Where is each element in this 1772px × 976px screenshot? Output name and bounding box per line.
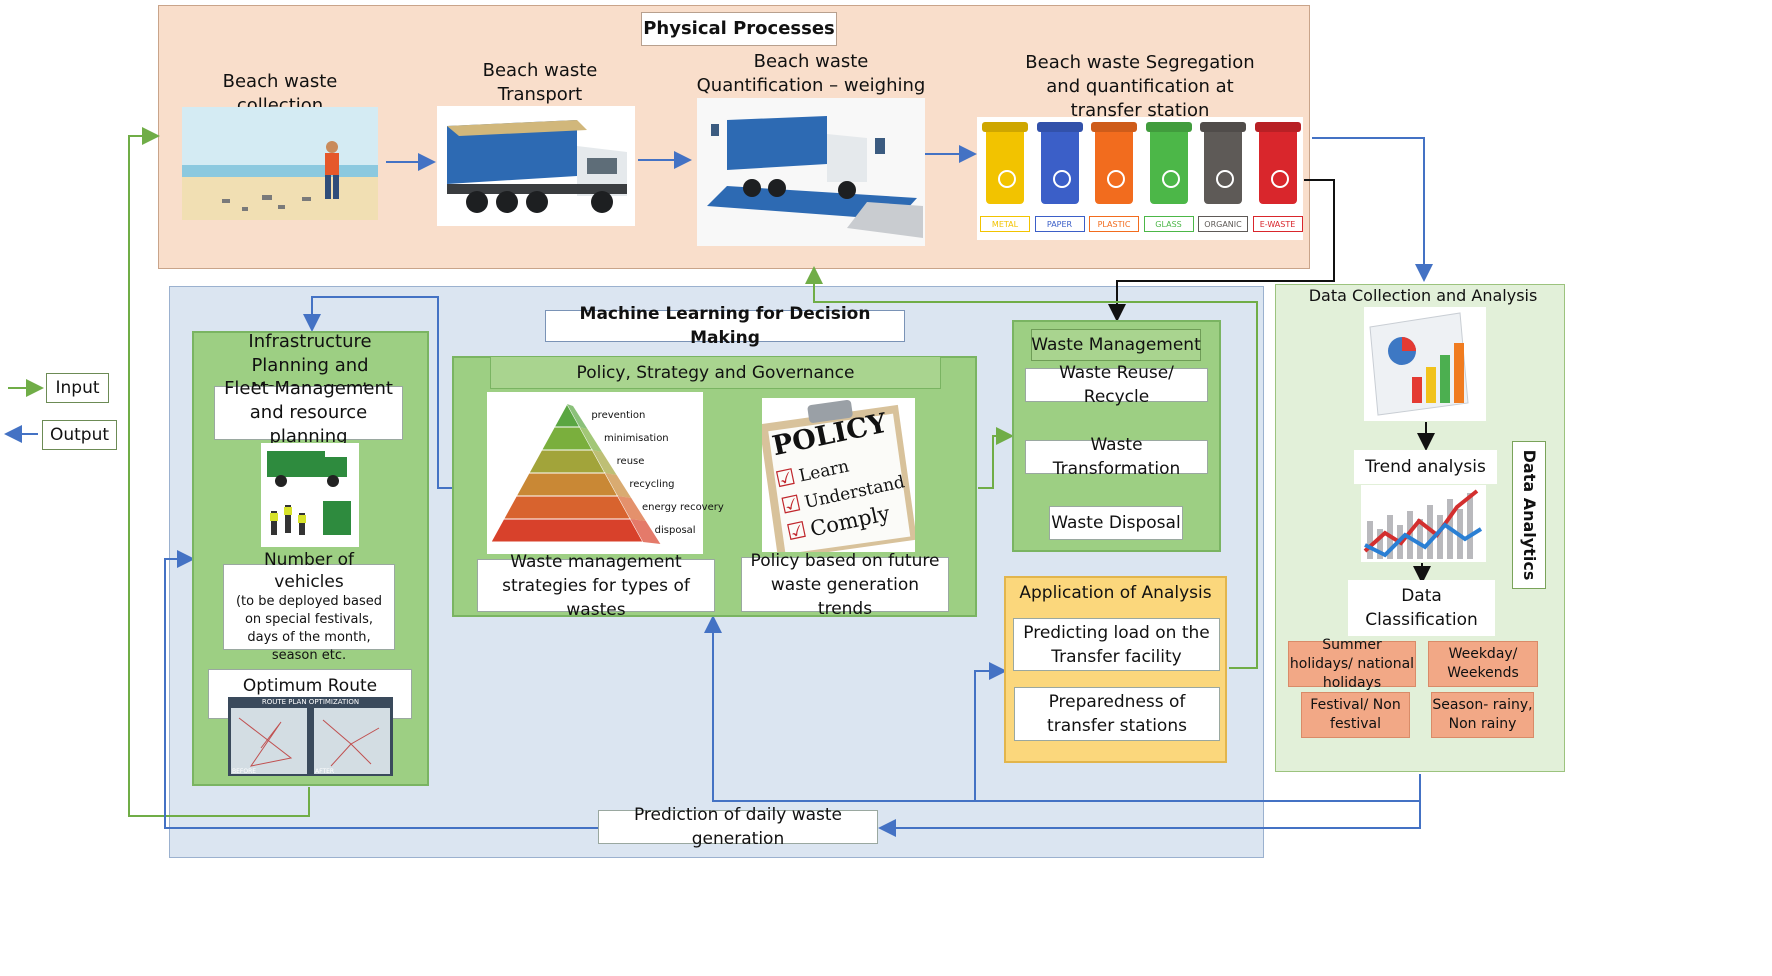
pyramid-level-label: energy recovery xyxy=(642,501,724,513)
policy-title-bar xyxy=(490,356,941,389)
bin-glass xyxy=(1145,122,1192,208)
vehicles-title: Number of vehicles xyxy=(263,550,355,592)
bin-label: GLASS xyxy=(1143,216,1194,232)
vehicles-box: Number of vehicles (to be deployed based… xyxy=(223,550,395,663)
data-collection-image xyxy=(1364,307,1486,421)
pyramid-level-label: recycling xyxy=(629,478,675,490)
waste-hierarchy-pyramid xyxy=(487,392,703,554)
bin-label: PAPER xyxy=(1034,216,1085,232)
route-map-title: ROUTE PLAN OPTIMIZATION xyxy=(261,698,360,706)
data-analytics-label-box xyxy=(1512,441,1546,589)
policy-clipboard-image xyxy=(762,398,915,552)
data-analytics-label: Data Analytics xyxy=(1520,449,1539,581)
arrow-data-to-app xyxy=(974,662,1420,802)
vehicles-note: (to be deployed based on special festiva… xyxy=(235,594,383,663)
weighbridge-image xyxy=(697,98,925,246)
class-festival: Festival/ Non festival xyxy=(1301,692,1410,738)
wm-title-bar xyxy=(1031,329,1201,361)
trend-analysis-box: Trend analysis xyxy=(1354,450,1497,484)
disposal-box: Waste Disposal xyxy=(1049,506,1183,540)
pyramid-level xyxy=(490,518,644,543)
pyramid-level-side xyxy=(592,450,617,475)
data-classification-box: Data Classification xyxy=(1348,580,1495,636)
route-map-drawing xyxy=(231,708,390,774)
reuse-recycle-box: Waste Reuse/ Recycle xyxy=(1025,363,1208,407)
future-policy-box: Policy based on future waste generation … xyxy=(741,551,949,619)
bin-e-waste xyxy=(1254,122,1301,208)
pyramid-level-side xyxy=(630,519,661,544)
check-icon: ☑ xyxy=(778,491,804,520)
prediction-box: Prediction of daily waste generation xyxy=(598,805,878,849)
bin-plastic xyxy=(1091,122,1137,208)
trend-chart-image xyxy=(1361,485,1486,562)
bin-label: METAL xyxy=(980,216,1030,232)
physical-processes-title: Physical Processes xyxy=(641,12,837,46)
check-icon: ☑ xyxy=(773,464,798,494)
strategies-box: Waste management strategies for types of… xyxy=(477,552,715,620)
pyramid-level-label: reuse xyxy=(616,455,645,467)
arrow-policy-to-infra xyxy=(303,296,452,489)
preparedness-box: Preparedness of transfer stations xyxy=(1014,687,1220,741)
fleet-workers-image xyxy=(261,443,359,547)
wm-title: Waste Management xyxy=(1031,335,1201,355)
pyramid-level-side xyxy=(605,473,632,498)
pyramid-level-label: disposal xyxy=(654,524,696,536)
transport-label: Beach waste Transport xyxy=(482,60,598,105)
class-holidays: Summer holidays/ national holidays xyxy=(1288,636,1416,691)
pyramid-level xyxy=(528,449,606,474)
pyramid-level-side xyxy=(567,404,588,429)
route-map-image: ROUTE PLAN OPTIMIZATION BEFORE AFTER xyxy=(228,697,393,776)
arrow-app-to-physical xyxy=(805,266,1258,669)
policy-title: Policy, Strategy and Governance xyxy=(576,363,855,383)
route-after: AFTER xyxy=(315,768,335,775)
arrow-segregation-wm xyxy=(1108,179,1335,322)
class-weekday: Weekday/ Weekends xyxy=(1428,641,1538,687)
check-icon: ☑ xyxy=(784,517,810,547)
application-title: Application of Analysis xyxy=(1019,583,1212,603)
arrow-segregation-data xyxy=(1312,137,1433,282)
segregation-bins-image xyxy=(977,117,1303,240)
transformation-box: Waste Transformation xyxy=(1025,435,1208,479)
route-before: BEFORE xyxy=(232,768,257,775)
arrow-prediction-to-infra xyxy=(164,550,598,829)
pyramid-level-side xyxy=(579,427,603,452)
arrow-route-to-physical xyxy=(128,127,310,817)
pyramid-level-label: prevention xyxy=(591,409,646,421)
bin-label: ORGANIC xyxy=(1198,216,1248,232)
bin-paper xyxy=(1036,122,1083,208)
dca-title: Data Collection and Analysis xyxy=(1308,286,1538,305)
pyramid-level xyxy=(502,495,632,520)
ml-title: Machine Learning for Decision Making xyxy=(545,304,905,348)
pyramid-level-label: minimisation xyxy=(604,432,669,444)
pyramid-level-side xyxy=(617,496,646,521)
bin-label: E-WASTE xyxy=(1252,216,1303,232)
transport-truck-image xyxy=(437,106,635,226)
pyramid-level xyxy=(515,472,619,497)
legend-input: Input xyxy=(46,373,109,403)
class-season: Season- rainy, Non rainy xyxy=(1431,692,1534,738)
bin-label: PLASTIC xyxy=(1089,216,1139,232)
predict-load-box: Predicting load on the Transfer facility xyxy=(1013,618,1220,671)
arrow-policy-to-wm xyxy=(978,427,1014,489)
bin-organic xyxy=(1200,122,1246,208)
segregation-label: Beach waste Segregation and quantificati… xyxy=(1025,52,1255,121)
beach-collection-image xyxy=(182,107,378,220)
fleet-management-box: Fleet Management and resource planning xyxy=(214,378,403,447)
bin-metal xyxy=(982,122,1028,208)
legend-output: Output xyxy=(42,420,117,450)
